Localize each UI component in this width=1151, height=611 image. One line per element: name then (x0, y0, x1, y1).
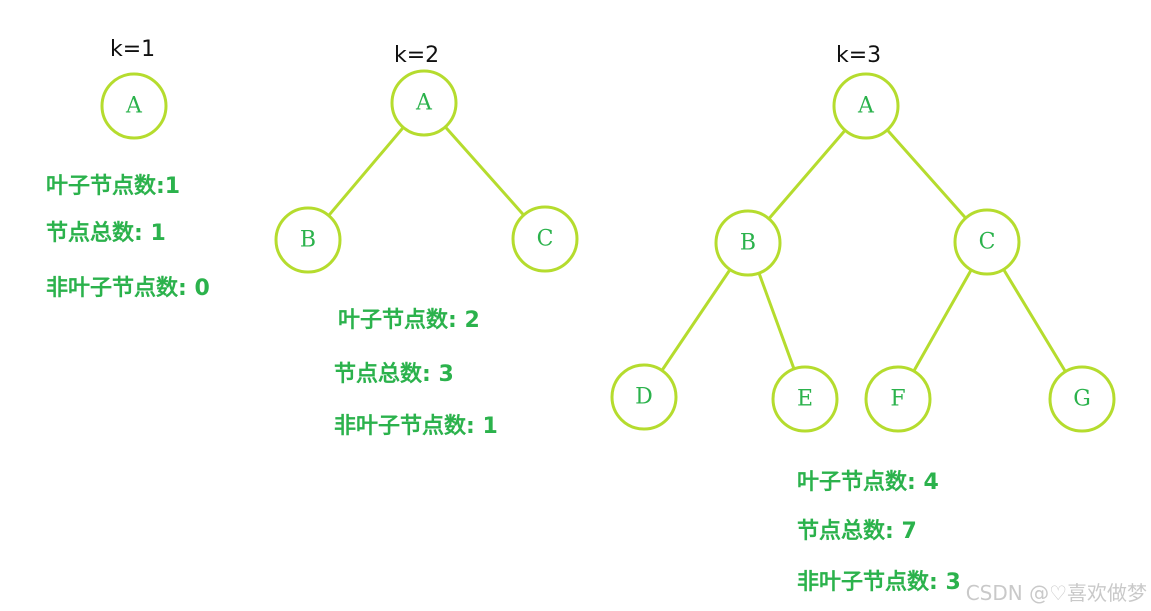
nodes-layer: A A B C A B C D E F G (100, 69, 1116, 433)
stat-line-k1-2: 节点总数: 1 (46, 220, 166, 246)
edge-C-F-k3 (912, 268, 973, 373)
text-layer: k=1 叶子节点数:1 节点总数: 1 非叶子节点数: 0 k=2 叶子节点数: 2 节点总… (46, 37, 1147, 605)
tree-title-k3: k=3 (836, 43, 881, 68)
stat-line-k2-1: 叶子节点数: 2 (338, 307, 480, 333)
node-label: F (890, 387, 905, 412)
node-circle (953, 208, 1021, 276)
node-label: B (300, 228, 316, 253)
edge-A-B-k3 (767, 128, 847, 221)
stat-line-k3-3: 非叶子节点数: 3 (797, 569, 961, 595)
node-circle (100, 72, 168, 140)
tree-node-C-k2: C (511, 205, 579, 273)
node-circle (864, 365, 932, 433)
node-circle (1048, 365, 1116, 433)
edge-B-E-k3 (757, 271, 796, 371)
node-circle (832, 72, 900, 140)
node-circle (274, 206, 342, 274)
node-label: A (125, 94, 143, 119)
tree-node-E-k3: E (771, 365, 839, 433)
node-circle (771, 365, 839, 433)
edge-A-C-k2 (443, 125, 526, 217)
tree-node-D-k3: D (610, 363, 678, 431)
edge-A-B-k2 (327, 125, 405, 218)
stat-line-k3-2: 节点总数: 7 (797, 518, 917, 544)
node-circle (390, 69, 458, 137)
tree-title-k2: k=2 (394, 43, 439, 68)
csdn-watermark: CSDN @♡喜欢做梦 (966, 581, 1147, 605)
tree-node-C-k3: C (953, 208, 1021, 276)
tree-node-A-k3: A (832, 72, 900, 140)
node-label: C (979, 230, 996, 255)
node-label: C (537, 227, 554, 252)
tree-node-B-k3: B (714, 209, 782, 277)
stat-line-k1-3: 非叶子节点数: 0 (46, 275, 210, 301)
stat-line-k2-3: 非叶子节点数: 1 (334, 413, 498, 439)
tree-title-k1: k=1 (110, 37, 155, 62)
node-label: B (740, 231, 756, 256)
edges-layer (327, 125, 1067, 374)
edge-A-C-k3 (885, 128, 968, 220)
tree-node-F-k3: F (864, 365, 932, 433)
node-label: A (415, 91, 433, 116)
node-label: D (635, 385, 653, 410)
tree-node-A-k1: A (100, 72, 168, 140)
tree-node-G-k3: G (1048, 365, 1116, 433)
stat-line-k3-1: 叶子节点数: 4 (797, 469, 939, 495)
edge-C-G-k3 (1002, 267, 1067, 374)
node-circle (511, 205, 579, 273)
node-label: A (857, 94, 875, 119)
stat-line-k2-2: 节点总数: 3 (334, 361, 454, 387)
tree-node-A-k2: A (390, 69, 458, 137)
edge-B-D-k3 (660, 268, 732, 372)
node-label: G (1073, 387, 1091, 412)
node-circle (610, 363, 678, 431)
node-circle (714, 209, 782, 277)
node-label: E (797, 387, 813, 412)
stat-line-k1-1: 叶子节点数:1 (46, 173, 180, 199)
tree-node-B-k2: B (274, 206, 342, 274)
